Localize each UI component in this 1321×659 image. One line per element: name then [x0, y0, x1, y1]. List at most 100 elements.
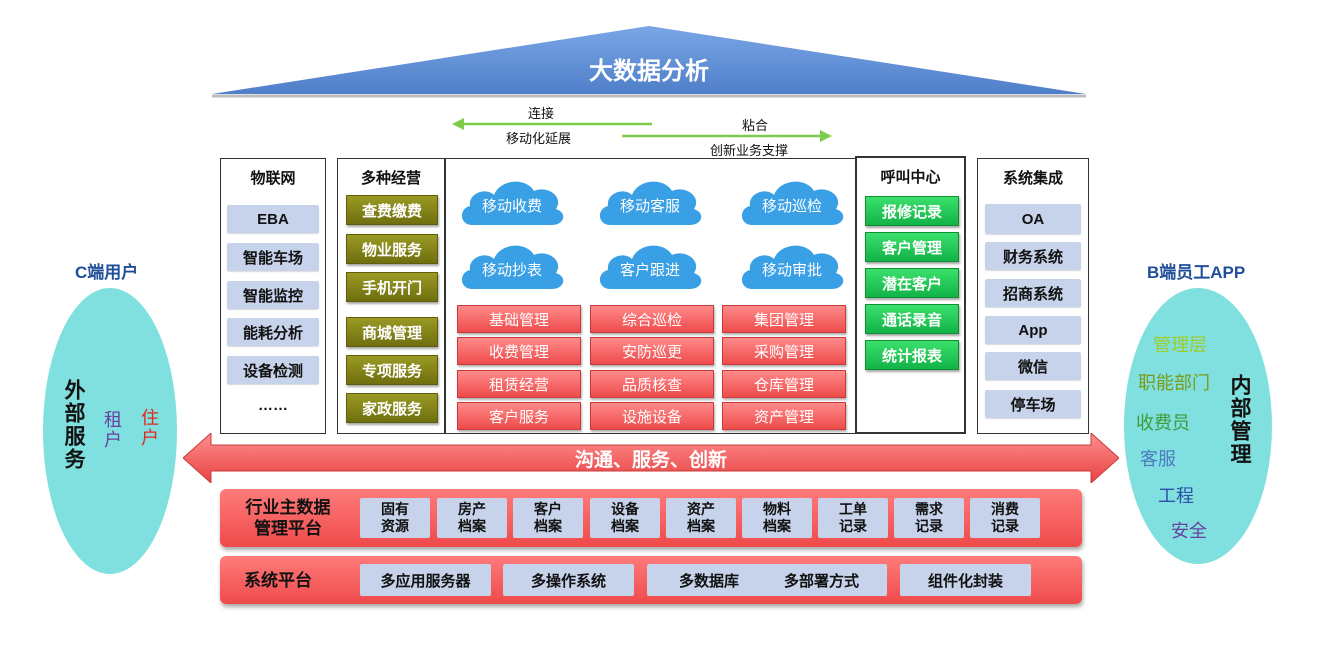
module-group[interactable]: 集团管理	[722, 305, 846, 333]
left-sub2-text: 住户	[139, 408, 159, 448]
right-role-cashier: 收费员	[1136, 413, 1190, 433]
iot-item-eba[interactable]: EBA	[227, 205, 319, 233]
master-data-label: 行业主数据 管理平台	[226, 495, 350, 541]
cloud-mobile-approve[interactable]: 移动审批	[736, 237, 848, 293]
cloud-icon	[461, 181, 564, 225]
module-asset[interactable]: 资产管理	[722, 402, 846, 430]
right-side-title: B端员工APP	[1147, 263, 1246, 282]
left-sub1-text: 租户	[102, 410, 122, 450]
arrow-left-bottom-label: 移动化延展	[506, 131, 572, 146]
iot-item-device[interactable]: 设备检测	[227, 356, 319, 384]
master-cell-consumption[interactable]: 消费记录	[970, 498, 1040, 538]
system-platform: 系统平台 多应用服务器 多操作系统 多数据库 多部署方式 组件化封装	[220, 556, 1082, 604]
module-patrol[interactable]: 安防巡更	[590, 337, 714, 365]
module-purchase[interactable]: 采购管理	[722, 337, 846, 365]
cell-line: 固有	[381, 501, 409, 517]
multi-item-mall[interactable]: 商城管理	[346, 317, 438, 347]
call-item-customer[interactable]: 客户管理	[865, 232, 959, 262]
cloud-mobile-inspect[interactable]: 移动巡检	[736, 173, 848, 229]
call-item-report[interactable]: 统计报表	[865, 340, 959, 370]
cell-line: 资产	[687, 501, 715, 517]
cell-line: 房产	[458, 501, 486, 517]
cell-line: 工单	[839, 501, 867, 517]
module-customer[interactable]: 客户服务	[457, 402, 581, 430]
master-cell-demand[interactable]: 需求记录	[894, 498, 964, 538]
integration-item-investment[interactable]: 招商系统	[985, 279, 1081, 307]
module-fee[interactable]: 收费管理	[457, 337, 581, 365]
master-cell-customer[interactable]: 客户档案	[513, 498, 583, 538]
call-item-potential[interactable]: 潜在客户	[865, 268, 959, 298]
business-divider	[444, 159, 446, 433]
iot-item-parking[interactable]: 智能车场	[227, 243, 319, 271]
iot-item-more: ……	[258, 397, 288, 414]
multi-item-housekeeping[interactable]: 家政服务	[346, 393, 438, 423]
integration-item-parking[interactable]: 停车场	[985, 390, 1081, 418]
right-role-management: 管理层	[1153, 335, 1207, 355]
arrow-right-bottom-label: 创新业务支撑	[710, 143, 789, 158]
left-side-title: C端用户	[75, 263, 139, 282]
cell-line: 档案	[611, 518, 639, 534]
module-quality[interactable]: 品质核查	[590, 370, 714, 398]
system-cell-servers[interactable]: 多应用服务器	[360, 564, 491, 596]
integration-item-wechat[interactable]: 微信	[985, 352, 1081, 380]
call-center-title: 呼叫中心	[880, 169, 941, 186]
module-inspection[interactable]: 综合巡检	[590, 305, 714, 333]
module-facility[interactable]: 设施设备	[590, 402, 714, 430]
cloud-mobile-meter[interactable]: 移动抄表	[456, 237, 568, 293]
integration-title: 系统集成	[1002, 170, 1063, 187]
cloud-mobile-service[interactable]: 移动客服	[594, 173, 706, 229]
integration-item-oa[interactable]: OA	[985, 204, 1081, 234]
master-data-label-line2: 管理平台	[254, 519, 322, 538]
system-cell-database[interactable]: 多数据库	[647, 564, 771, 596]
system-platform-label: 系统平台	[244, 570, 312, 590]
arrow-left-top-label: 连接	[528, 106, 555, 121]
master-cell-device[interactable]: 设备档案	[590, 498, 660, 538]
master-cell-resource[interactable]: 固有资源	[360, 498, 430, 538]
module-basic[interactable]: 基础管理	[457, 305, 581, 333]
master-cell-workorder[interactable]: 工单记录	[818, 498, 888, 538]
call-item-repair[interactable]: 报修记录	[865, 196, 959, 226]
left-ellipse	[43, 288, 177, 574]
module-warehouse[interactable]: 仓库管理	[722, 370, 846, 398]
cloud-mobile-fee[interactable]: 移动收费	[456, 173, 568, 229]
system-cell-component[interactable]: 组件化封装	[900, 564, 1031, 596]
right-ellipse	[1124, 288, 1272, 564]
multi-item-service[interactable]: 物业服务	[346, 234, 438, 264]
cell-line: 客户	[534, 501, 562, 517]
cloud-icon	[461, 245, 564, 289]
multi-item-door[interactable]: 手机开门	[346, 272, 438, 302]
master-cell-material[interactable]: 物料档案	[742, 498, 812, 538]
cell-line: 档案	[763, 518, 791, 534]
cloud-icon	[599, 245, 702, 289]
iot-item-monitor[interactable]: 智能监控	[227, 281, 319, 309]
cell-line: 资源	[381, 518, 409, 534]
module-lease[interactable]: 租赁经营	[457, 370, 581, 398]
banner-text: 沟通、服务、创新	[574, 449, 727, 471]
cloud-label: 移动客服	[619, 197, 680, 215]
multi-item-fee[interactable]: 查费缴费	[346, 195, 438, 225]
left-main-text: 外部服务	[62, 379, 85, 471]
roof-triangle	[212, 26, 1086, 98]
multi-title: 多种经营	[360, 170, 421, 187]
system-cell-deploy[interactable]: 多部署方式	[756, 564, 887, 596]
iot-title: 物联网	[250, 170, 296, 187]
cell-line: 消费	[991, 501, 1019, 517]
integration-item-finance[interactable]: 财务系统	[985, 242, 1081, 270]
cell-line: 需求	[915, 501, 943, 517]
integration-item-app[interactable]: App	[985, 316, 1081, 344]
right-main-text: 内部管理	[1228, 374, 1251, 466]
cell-line: 物料	[763, 501, 791, 517]
cell-line: 档案	[458, 518, 486, 534]
right-role-engineering: 工程	[1158, 486, 1194, 506]
cloud-customer-follow[interactable]: 客户跟进	[594, 237, 706, 293]
master-cell-property[interactable]: 房产档案	[437, 498, 507, 538]
system-cell-os[interactable]: 多操作系统	[503, 564, 634, 596]
call-item-recording[interactable]: 通话录音	[865, 304, 959, 334]
roof-title: 大数据分析	[589, 57, 709, 85]
iot-item-energy[interactable]: 能耗分析	[227, 318, 319, 346]
cloud-label: 移动抄表	[481, 261, 542, 279]
multi-item-special[interactable]: 专项服务	[346, 355, 438, 385]
master-data-label-line1: 行业主数据	[245, 498, 331, 517]
master-cell-asset[interactable]: 资产档案	[666, 498, 736, 538]
banner-double-arrow	[183, 433, 1119, 483]
